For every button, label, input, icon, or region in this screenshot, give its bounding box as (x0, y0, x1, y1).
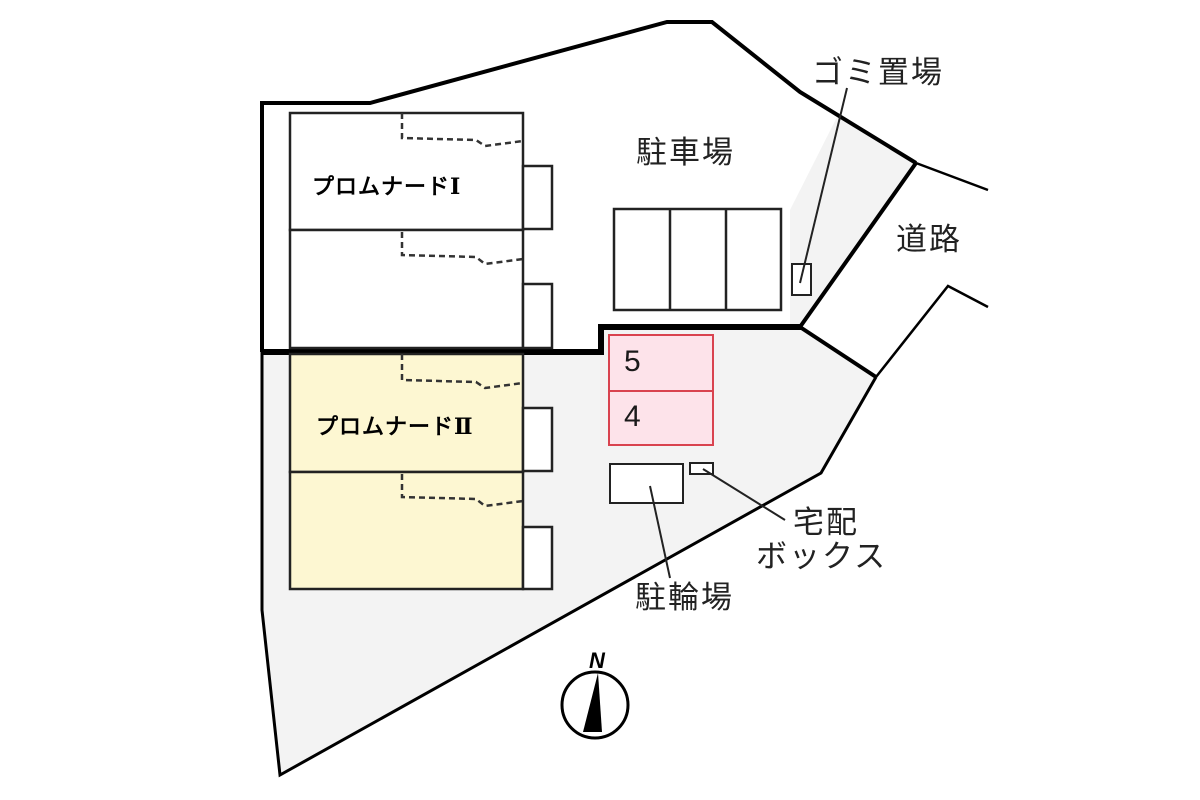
road-label: 道路 (896, 222, 962, 258)
bicycle-parking-box (609, 463, 684, 504)
delivery-box-label-line2: ボックス (756, 539, 888, 575)
delivery-box-label-line1: 宅配 (793, 505, 859, 541)
garbage-area-label: ゴミ置場 (812, 55, 944, 91)
garbage-leader-line (799, 87, 848, 284)
parking-label: 駐車場 (636, 135, 735, 171)
road-edge-right-top (915, 161, 989, 192)
site-boundary-lower (260, 352, 878, 778)
bicycle-parking-label: 駐輪場 (635, 580, 734, 616)
delivery-box (689, 462, 714, 475)
delivery-leader-line (702, 468, 786, 521)
driveway-upper (790, 117, 916, 327)
parking-space-5-label: 5 (624, 345, 641, 378)
parking-spaces-upper (612, 207, 783, 312)
lot-divider (262, 324, 806, 355)
building-2[interactable] (288, 352, 554, 591)
building-1[interactable] (288, 111, 554, 350)
road (800, 163, 988, 377)
site-boundary (260, 20, 918, 352)
road-edge-right-bottom (875, 284, 989, 378)
north-arrow-icon (560, 670, 630, 740)
parking-spaces-highlighted[interactable] (608, 334, 714, 446)
building-2-label: プロムナードⅡ (316, 414, 474, 440)
building-1-label: プロムナードⅠ (312, 174, 462, 200)
parking-space-4-label: 4 (624, 400, 641, 433)
road-edge-upper (797, 161, 918, 379)
bicycle-leader-line (649, 485, 671, 579)
compass-north-label: N (589, 648, 605, 673)
